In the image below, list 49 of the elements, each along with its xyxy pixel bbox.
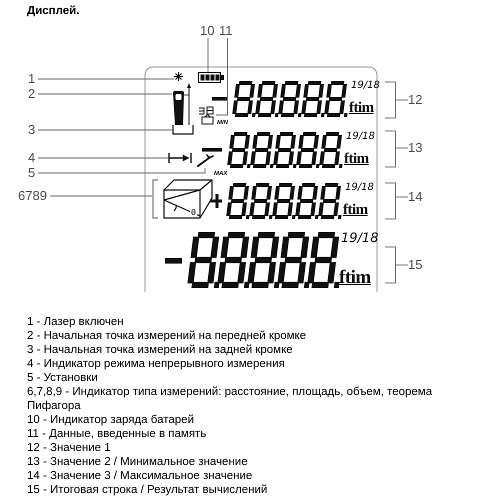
- unit-label: ftim: [349, 101, 374, 116]
- callout-number: 1: [28, 72, 36, 86]
- callout-number: 2: [28, 87, 36, 101]
- callout-number: 13: [408, 141, 422, 155]
- leader-line: [38, 168, 206, 174]
- leader-line: [396, 196, 408, 198]
- wrench-icon: [196, 153, 214, 168]
- legend-text: 6,7,8,9 - Индикатор типа измерений: расстояние, площадь, объем, теорема Пифагора: [27, 385, 434, 413]
- angle-symbol: θ: [190, 209, 197, 217]
- unit-label: ftim: [343, 203, 368, 218]
- fraction-unit: 19/18: [346, 132, 375, 142]
- laser-star-icon: [174, 72, 183, 81]
- legend-text: 4 - Индикатор режима непрерывного измерения: [27, 357, 286, 371]
- fraction-unit: 19/18: [345, 183, 374, 193]
- rangefinder-device-icon: [172, 83, 192, 125]
- callout-number: 12: [408, 93, 422, 107]
- legend-text: 1 - Лазер включен: [27, 315, 125, 329]
- legend-text: 5 - Установки: [27, 371, 99, 385]
- legend-text: 3 - Начальная точка измерений на задней кромке: [27, 343, 294, 357]
- unit-label: ftim: [339, 268, 371, 287]
- rear-edge-bracket: [172, 125, 194, 135]
- lcd-digit-readout: [200, 130, 396, 170]
- lcd-digit-readout: [210, 78, 396, 120]
- callout-number: 5: [28, 166, 36, 180]
- battery-icon: [198, 72, 224, 83]
- callout-number: 6789: [18, 189, 47, 203]
- callout-number: 11: [219, 24, 232, 38]
- fraction-unit: 19/18: [351, 81, 380, 91]
- continuous-measure-icon: [168, 152, 192, 164]
- leader-line: [216, 38, 228, 116]
- legend-text: 13 - Значение 2 / Минимальное значение: [27, 455, 249, 469]
- callout-number: 4: [28, 151, 36, 165]
- callout-number: 10: [200, 24, 214, 38]
- legend-text: 10 - Индикатор заряда батарей: [27, 413, 195, 427]
- leader-line: [396, 264, 408, 266]
- legend-text: 15 - Итоговая строка / Результат вычислений: [27, 483, 268, 497]
- legend-text: 11 - Данные, введенные в память: [27, 427, 208, 441]
- fraction-unit: 19/18: [341, 232, 378, 245]
- diagram-title: Дисплей.: [27, 5, 80, 17]
- callout-number: 15: [408, 258, 422, 272]
- legend-text: 2 - Начальная точка измерений на передней кромке: [27, 329, 308, 343]
- legend-text: 12 - Значение 1: [27, 441, 112, 455]
- memory-icon: [198, 106, 216, 124]
- legend-text: 14 - Значение 3 / Максимальное значение: [27, 469, 254, 483]
- leader-line: [38, 78, 174, 80]
- lcd-digit-readout: [208, 180, 396, 222]
- unit-label: ftim: [344, 152, 369, 167]
- callout-number: 14: [408, 190, 422, 204]
- callout-number: 3: [28, 123, 36, 137]
